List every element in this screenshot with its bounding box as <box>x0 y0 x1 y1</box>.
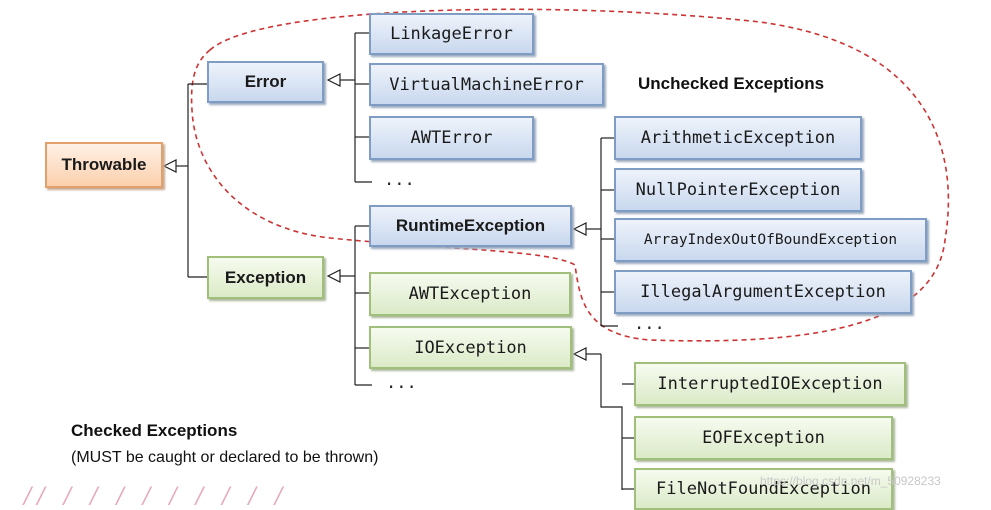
error-arrowhead <box>326 73 341 87</box>
exception-more-ellipsis: ... <box>386 373 417 393</box>
runtime-arrowhead <box>572 222 587 236</box>
illegal-argument-exception-node: IllegalArgumentException <box>614 270 912 314</box>
linkage-error-node: LinkageError <box>369 13 534 55</box>
exception-arrowhead <box>326 269 341 283</box>
unchecked-exceptions-title: Unchecked Exceptions <box>638 74 825 93</box>
runtime-more-ellipsis: ... <box>634 314 665 334</box>
runtime-exception-node: RuntimeException <box>369 205 572 247</box>
arithmetic-exception-node: ArithmeticException <box>614 116 862 160</box>
error-more-ellipsis: ... <box>384 170 415 190</box>
ioexception-arrowhead <box>572 347 587 361</box>
checked-exceptions-title: Checked Exceptions <box>71 421 238 440</box>
virtual-machine-error-node: VirtualMachineError <box>369 63 604 106</box>
checked-exceptions-subtitle: (MUST be caught or declared to be thrown… <box>71 449 379 466</box>
null-pointer-exception-node: NullPointerException <box>614 168 862 212</box>
throwable-node: Throwable <box>45 142 163 188</box>
error-node: Error <box>207 61 324 103</box>
interrupted-io-exception-node: InterruptedIOException <box>634 362 906 406</box>
throwable-arrowhead <box>162 159 177 173</box>
awt-exception-node: AWTException <box>369 272 571 316</box>
awt-error-node: AWTError <box>369 116 534 160</box>
io-exception-node: IOException <box>369 326 572 369</box>
cropped-pink-text: // / / / / / / / / / <box>24 484 289 509</box>
watermark-text: https://blog.csdn.net/m_50928233 <box>760 474 941 488</box>
array-index-exception-node: ArrayIndexOutOfBoundException <box>614 218 927 262</box>
exception-node: Exception <box>207 256 324 299</box>
eof-exception-node: EOFException <box>634 416 893 460</box>
